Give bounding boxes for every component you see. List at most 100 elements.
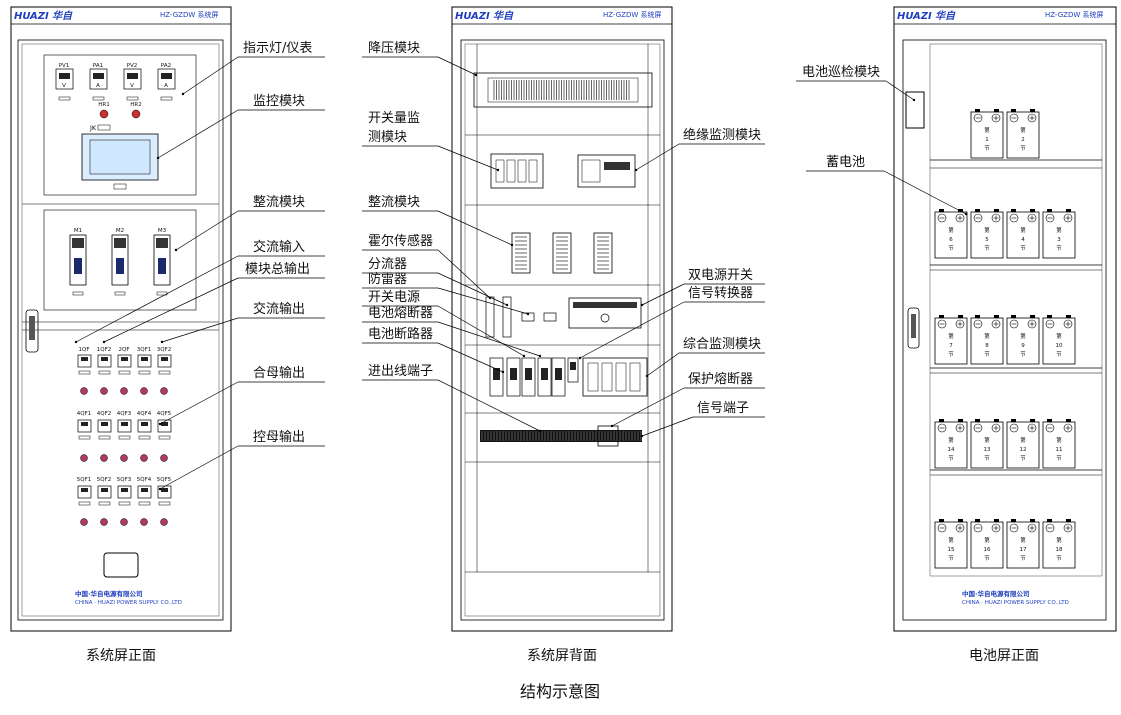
rectifier-module: [552, 232, 572, 274]
step-down-module: [473, 72, 653, 108]
meter: [55, 68, 74, 90]
cell-number: 6: [949, 237, 953, 243]
breaker-label: 4QF1: [77, 411, 92, 417]
breaker-label: 4QF3: [117, 411, 132, 417]
meter-tag: [92, 96, 105, 101]
callout-label: 整流模块: [253, 195, 305, 210]
terminal-plus-icon: [991, 523, 1001, 533]
circuit-breaker: [117, 419, 132, 433]
breaker-tag: [158, 435, 171, 440]
battery-terminal: [994, 315, 999, 318]
terminal-minus-icon: [937, 319, 947, 329]
meter-unit: A: [96, 83, 100, 89]
cell-number: 2: [1021, 137, 1025, 143]
battery-terminal: [1066, 315, 1071, 318]
battery-terminal: [1047, 209, 1052, 212]
cell-prefix: 第: [984, 332, 990, 340]
battery-terminal: [958, 519, 963, 522]
breaker-tag: [78, 501, 91, 506]
terminal-minus-icon: [1009, 319, 1019, 329]
breaker-toggle: [81, 357, 88, 361]
leader-dot: [964, 212, 968, 216]
battery-terminal: [958, 209, 963, 212]
callout-label: 保护熔断器: [688, 372, 753, 387]
signal-terminal: [597, 425, 619, 447]
indicator-lamp: [120, 387, 128, 395]
breaker-label: 5QF2: [97, 477, 112, 483]
breaker-label: 5QF3: [117, 477, 132, 483]
callout-label: 信号转换器: [688, 286, 753, 301]
battery-terminal: [1030, 209, 1035, 212]
breaker-toggle: [541, 368, 548, 380]
cell-prefix: 第: [1056, 436, 1062, 444]
terminal-minus-icon: [1045, 523, 1055, 533]
cell-number: 13: [984, 447, 991, 453]
cell-suffix: 节: [1056, 554, 1062, 562]
module-label: M1: [74, 228, 82, 234]
battery-cell: [1042, 521, 1076, 569]
terminal-plus-icon: [1027, 423, 1037, 433]
cabinet-rear: [460, 39, 665, 621]
leader-dot: [181, 92, 185, 96]
callout-label: 监控模块: [253, 94, 305, 109]
leader-dot: [74, 340, 78, 344]
circuit-breaker: [117, 354, 132, 368]
leader-dot: [505, 303, 509, 307]
battery-terminal: [1047, 419, 1052, 422]
module-panel: [116, 258, 124, 274]
indicator-lamp: [131, 109, 141, 119]
leader-line: [437, 305, 525, 357]
cell-suffix: 节: [1020, 350, 1026, 358]
callout-label: 电池断路器: [368, 326, 433, 342]
battery-terminal: [994, 419, 999, 422]
breaker-toggle: [141, 357, 148, 361]
cell-number: 1: [985, 137, 989, 143]
breaker-tag: [118, 435, 131, 440]
circuit-breaker: [137, 354, 152, 368]
meter-display: [59, 73, 70, 79]
terminal-minus-icon: [973, 423, 983, 433]
breaker-block: [506, 357, 521, 397]
cell-prefix: 第: [1056, 226, 1062, 234]
terminal-plus-icon: [955, 423, 965, 433]
module-tag: [114, 291, 126, 296]
diagram-title: 结构示意图: [520, 682, 600, 701]
indicator-lamp: [140, 518, 148, 526]
breaker-tag: [118, 370, 131, 375]
cell-number: 3: [1057, 237, 1061, 243]
leader-dot: [160, 340, 164, 344]
leader-dot: [156, 156, 160, 160]
leader-dot: [496, 168, 500, 172]
breaker-label: 1QF: [79, 347, 90, 353]
battery-terminal: [1066, 209, 1071, 212]
cabinet-model: HZ-GZDW 系统屏: [1045, 10, 1103, 19]
breaker-label: 4QF4: [137, 411, 152, 417]
meter-label: PV2: [127, 63, 138, 69]
cell-suffix: 节: [984, 554, 990, 562]
leader-line: [75, 255, 239, 343]
terminal-minus-icon: [937, 213, 947, 223]
system-panel-back: HUAZI 华自 HZ-GZDW 系统屏: [451, 6, 673, 664]
meter-unit: V: [62, 83, 66, 89]
leader-dot: [510, 243, 514, 247]
io-display: [604, 162, 630, 170]
module-label: M2: [116, 228, 124, 234]
leader-line: [437, 287, 529, 315]
brand-logo: HUAZI: [14, 11, 49, 22]
battery-terminal: [1011, 315, 1016, 318]
terminal-plus-icon: [1063, 213, 1073, 223]
battery-terminal: [939, 419, 944, 422]
rectifier-module: [69, 234, 87, 286]
indicator-lamp: [100, 454, 108, 462]
meter-display: [93, 73, 104, 79]
back-callouts: 降压模块开关量监测模块整流模块霍尔传感器分流器防雷器开关电源电池熔断器电池断路器…: [362, 41, 765, 438]
battery-terminal: [1030, 315, 1035, 318]
leader-line: [182, 56, 239, 95]
cabinet-frame: [10, 6, 232, 632]
callout-label: 进出线端子: [368, 364, 433, 379]
battery-terminal: [975, 109, 980, 112]
